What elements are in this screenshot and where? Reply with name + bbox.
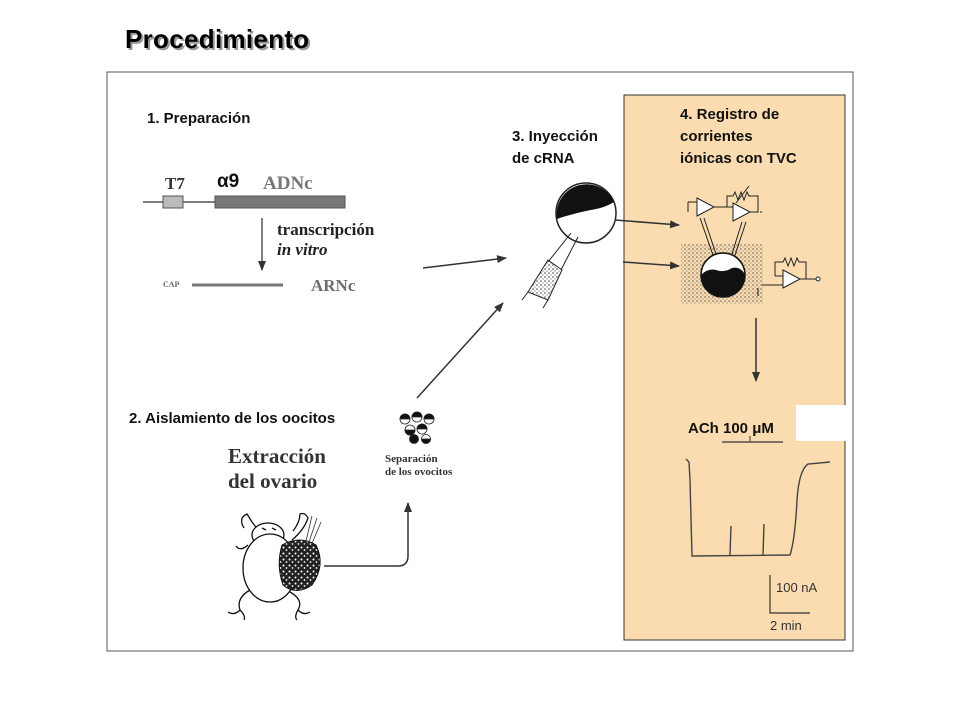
cdna-bar — [214, 195, 346, 209]
step-4-label-line1: 4. Registro de — [680, 106, 779, 123]
oocyte-icon — [555, 182, 617, 244]
scale-time-label: 2 min — [770, 618, 802, 633]
scale-bar: 100 nA 2 min — [769, 575, 818, 633]
recording-panel — [623, 94, 846, 641]
separation-label-line1: Separación — [385, 453, 438, 465]
current-trace-icon — [685, 458, 831, 557]
cover-box — [796, 405, 852, 441]
cap-label: CAP — [163, 280, 180, 289]
cdna-label: ADNc — [263, 173, 313, 194]
step-2-label: 2. Aislamiento de los oocitos — [129, 410, 335, 427]
injection-pipette-icon — [521, 232, 579, 309]
step-1-label: 1. Preparación — [147, 110, 250, 127]
scale-current-label: 100 nA — [776, 580, 818, 595]
step-3-label-line1: 3. Inyección — [512, 128, 598, 145]
subunit-label: α9 — [217, 171, 239, 192]
step-4-label-line2: corrientes — [680, 128, 753, 145]
crna-to-injection-arrow — [422, 255, 507, 269]
extraction-label-line1: Extracción — [228, 444, 326, 468]
gene-construct: T7 α9 ADNc transcripción in vitro CAP AR… — [143, 171, 375, 295]
in-vitro-label: in vitro — [277, 240, 328, 259]
injection-to-recording-arrow-2 — [622, 261, 680, 270]
promoter-box — [162, 195, 184, 209]
separation-label-line2: de los ovocitos — [385, 466, 453, 478]
oocyte-cluster-icon — [399, 411, 435, 444]
diagram-frame — [106, 71, 854, 652]
voltage-clamp-circuit-icon — [681, 185, 821, 304]
step-4-label-line3: iónicas con TVC — [680, 150, 797, 167]
injection-to-recording-arrow-1 — [614, 219, 680, 229]
transcription-label: transcripción — [277, 220, 375, 239]
crna-label: ARNc — [311, 276, 356, 295]
extraction-to-separation-arrow — [324, 502, 412, 567]
step-3-label-line2: de cRNA — [512, 150, 575, 167]
page-title: Procedimiento — [125, 24, 310, 54]
oocytes-to-injection-arrow — [416, 302, 504, 399]
extraction-label-line2: del ovario — [228, 469, 317, 493]
agonist-label: ACh 100 μM — [688, 420, 774, 437]
promoter-label: T7 — [165, 174, 185, 193]
ovary-icon — [278, 515, 322, 591]
